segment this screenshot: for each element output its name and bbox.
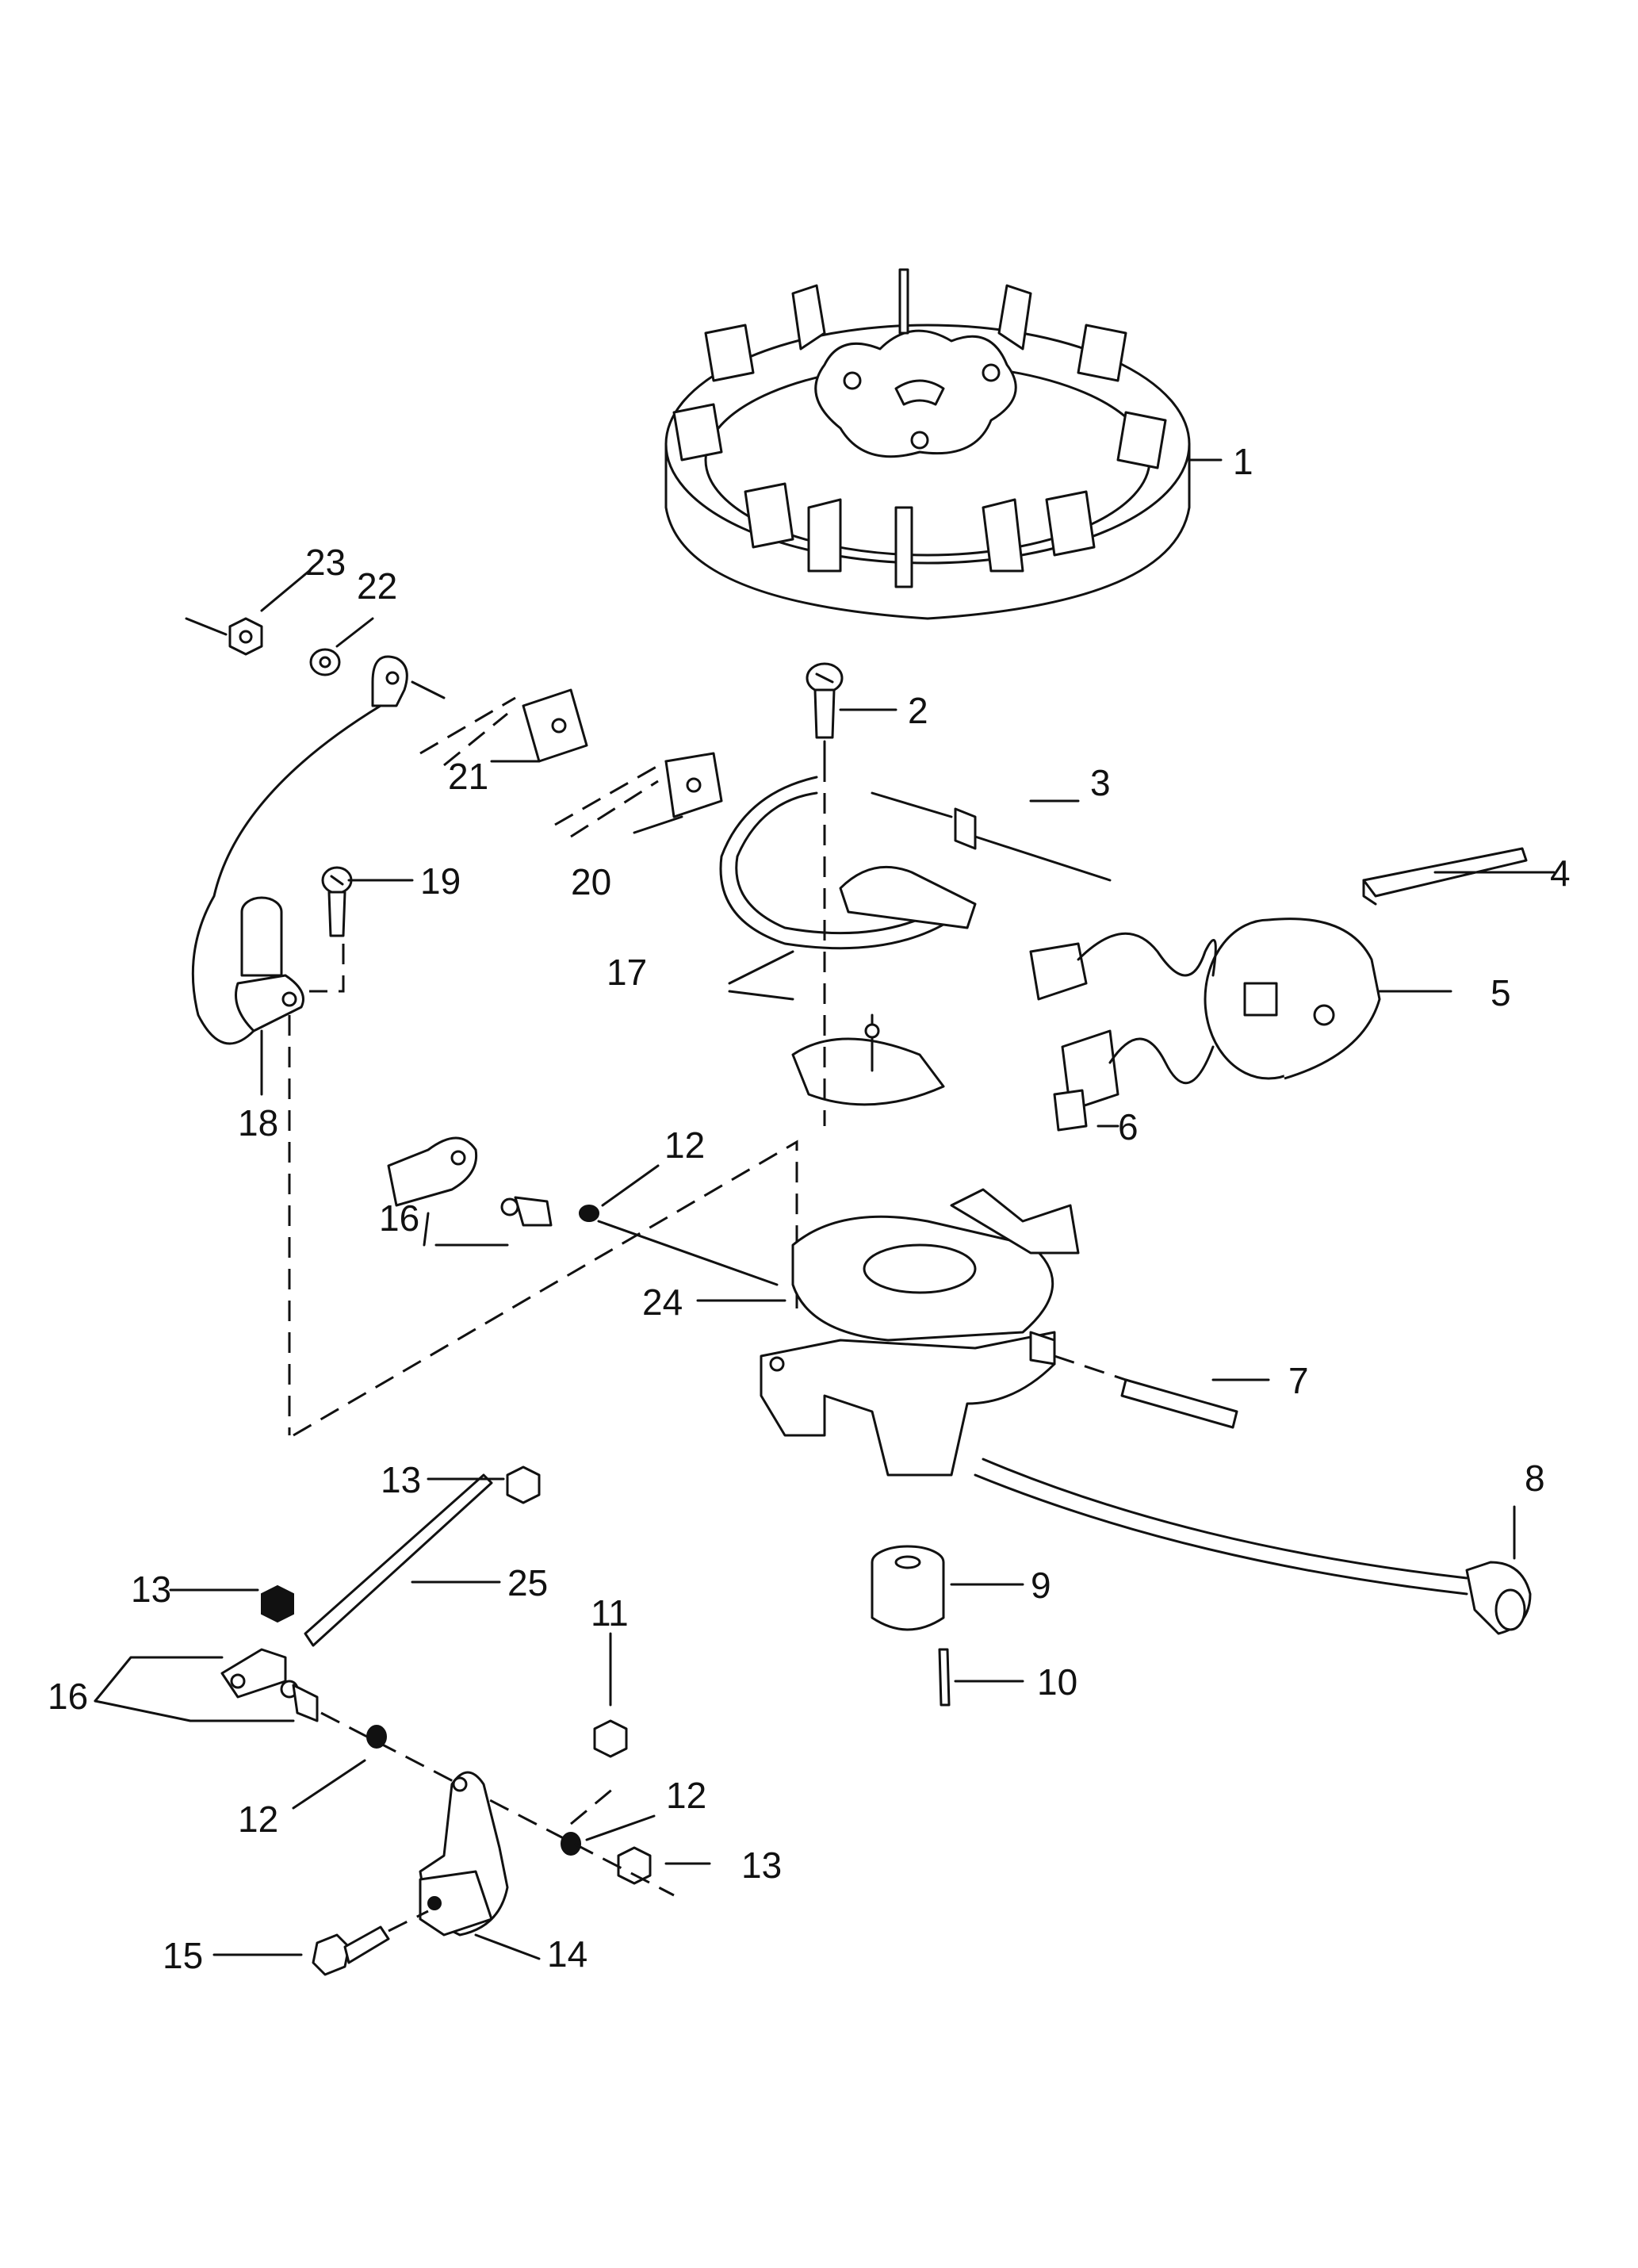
callout-13-upper: 13 (381, 1459, 421, 1500)
callout-24: 24 (642, 1281, 683, 1323)
bushing-9 (871, 1545, 1024, 1631)
callout-16-lower: 16 (48, 1676, 88, 1717)
bracket-14 (419, 1771, 541, 1960)
nut-13-left (169, 1584, 294, 1623)
callout-14: 14 (547, 1933, 587, 1975)
callout-25: 25 (507, 1562, 548, 1603)
nut-13-right (617, 1846, 711, 1885)
callout-10: 10 (1037, 1661, 1077, 1703)
bolt-3 (871, 791, 1112, 882)
callout-5: 5 (1491, 972, 1511, 1013)
callout-21: 21 (448, 756, 488, 797)
terminal-21 (419, 688, 588, 767)
callout-12-lower-right: 12 (666, 1775, 706, 1816)
callout-13-right: 13 (741, 1845, 782, 1886)
callout-16-upper: 16 (379, 1197, 419, 1239)
coil-5 (1029, 918, 1452, 1112)
pin-10 (938, 1648, 1024, 1707)
clip-4 (1362, 847, 1556, 906)
callout-17: 17 (607, 952, 647, 993)
nut-23 (185, 569, 311, 656)
retainer-17 (719, 761, 977, 1126)
callout-6: 6 (1118, 1106, 1139, 1147)
nut-11 (593, 1632, 628, 1758)
ground-lead (191, 655, 446, 1045)
callout-18: 18 (238, 1102, 278, 1144)
link-end-16-lower (94, 1648, 319, 1722)
bolt-15 (212, 1910, 429, 1976)
flywheel (664, 268, 1223, 620)
nut-13-upper (427, 1465, 541, 1504)
callout-labels: 1 2 3 4 5 6 7 8 9 10 11 12 12 12 13 13 1… (48, 441, 1571, 1976)
callout-3: 3 (1090, 762, 1111, 803)
callout-20: 20 (571, 861, 611, 902)
screw-2 (806, 662, 897, 763)
block-6 (1053, 1089, 1119, 1132)
washer-22 (309, 617, 374, 676)
callout-1: 1 (1233, 441, 1253, 482)
callout-11: 11 (591, 1592, 629, 1634)
callout-2: 2 (908, 690, 928, 731)
callout-9: 9 (1031, 1565, 1051, 1606)
link-end-16-upper (387, 1136, 478, 1247)
callout-19: 19 (420, 860, 461, 902)
washer-12-right (561, 1814, 656, 1856)
callout-4: 4 (1550, 852, 1571, 894)
spark-plug-lead-8 (974, 1458, 1532, 1635)
condenser-18 (235, 896, 304, 1435)
callout-22: 22 (357, 565, 397, 607)
callout-8: 8 (1525, 1458, 1545, 1499)
insulator-20 (554, 752, 723, 838)
callout-12-lower-left: 12 (238, 1799, 278, 1840)
callout-15: 15 (163, 1935, 203, 1976)
ball-joint-upper (434, 1164, 779, 1286)
stator-plate-24 (696, 1188, 1222, 1477)
link-rod-25 (304, 1473, 501, 1647)
callout-13-left: 13 (131, 1569, 171, 1610)
spring-7 (1120, 1378, 1270, 1429)
screw-19 (309, 866, 414, 993)
washer-12-left (292, 1725, 387, 1810)
callout-7: 7 (1288, 1360, 1309, 1401)
callout-23: 23 (305, 542, 346, 583)
callout-12-upper: 12 (664, 1124, 705, 1166)
